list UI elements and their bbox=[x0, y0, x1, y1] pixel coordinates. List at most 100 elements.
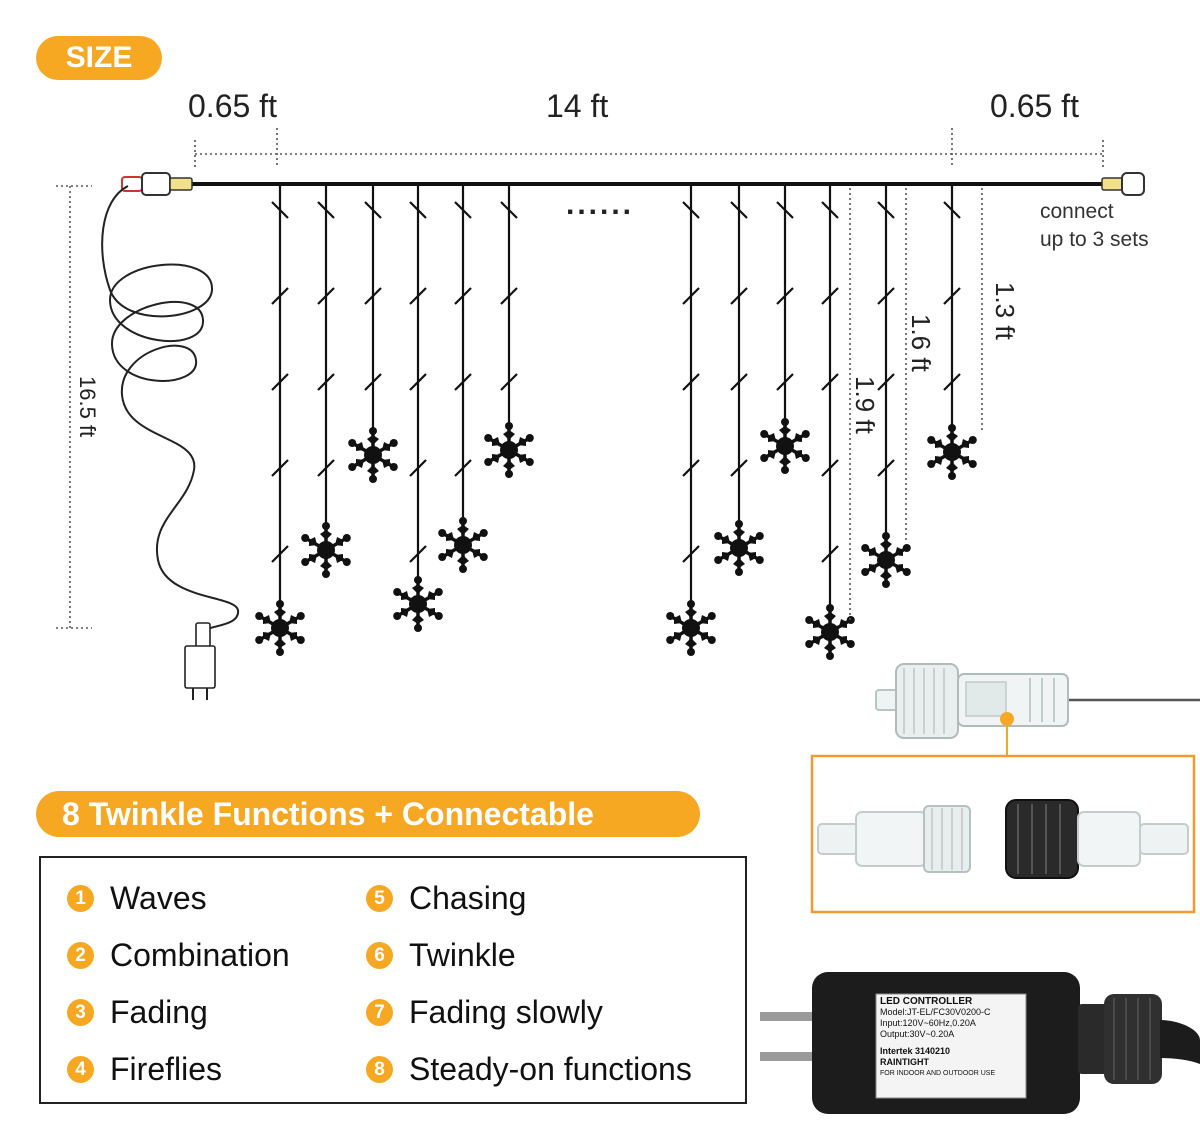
bulb-icon bbox=[454, 287, 472, 305]
connect-note-line1: connect bbox=[1040, 200, 1114, 223]
function-number-7: 7 bbox=[366, 999, 393, 1026]
controller-output: Output:30V~0.20A bbox=[880, 1029, 955, 1039]
function-item-4: 4 Fireflies bbox=[67, 1051, 222, 1088]
function-label-2: Combination bbox=[110, 937, 290, 973]
bulb-icon bbox=[877, 287, 895, 305]
bulb-icon bbox=[821, 545, 839, 563]
bulb-icon bbox=[317, 459, 335, 477]
bulb-icon bbox=[409, 459, 427, 477]
function-label-8: Steady-on functions bbox=[409, 1051, 692, 1087]
bulb-icon bbox=[317, 373, 335, 391]
bulb-icon bbox=[943, 201, 961, 219]
connect-note: connect up to 3 sets bbox=[1040, 198, 1149, 254]
drop-strands bbox=[253, 184, 979, 662]
function-label-3: Fading bbox=[110, 994, 208, 1030]
function-number-8: 8 bbox=[366, 1056, 393, 1083]
bulb-icon bbox=[943, 287, 961, 305]
function-label-4: Fireflies bbox=[110, 1051, 223, 1087]
bulb-icon bbox=[730, 201, 748, 219]
bulb-icon bbox=[454, 201, 472, 219]
bulb-icon bbox=[271, 287, 289, 305]
bulb-icon bbox=[682, 545, 700, 563]
bulb-icon bbox=[730, 287, 748, 305]
main-length-label: 14 ft bbox=[546, 88, 609, 124]
controller-rain: RAINTIGHT bbox=[880, 1057, 929, 1067]
bulb-icon bbox=[877, 459, 895, 477]
right-connector bbox=[1101, 172, 1145, 196]
function-label-7: Fading slowly bbox=[409, 994, 603, 1030]
controller-cert: Intertek 3140210 bbox=[880, 1046, 951, 1056]
bulb-icon bbox=[409, 201, 427, 219]
bulb-icon bbox=[821, 373, 839, 391]
bulb-icon bbox=[409, 287, 427, 305]
bulb-icon bbox=[409, 545, 427, 563]
bulb-icon bbox=[821, 201, 839, 219]
gap-dots: ...... bbox=[566, 188, 635, 221]
bulb-icon bbox=[776, 201, 794, 219]
functions-title-badge: 8 Twinkle Functions + Connectable bbox=[36, 791, 700, 837]
function-number-6: 6 bbox=[366, 942, 393, 969]
bulb-icon bbox=[454, 459, 472, 477]
function-number-5: 5 bbox=[366, 885, 393, 912]
left-connector bbox=[121, 172, 193, 196]
bulb-icon bbox=[943, 373, 961, 391]
controller-brand: LED CONTROLLER bbox=[880, 996, 973, 1007]
bulb-icon bbox=[271, 545, 289, 563]
bulb-icon bbox=[364, 201, 382, 219]
connector-photo bbox=[875, 663, 1200, 756]
bulb-icon bbox=[821, 459, 839, 477]
function-item-8: 8 Steady-on functions bbox=[366, 1051, 692, 1088]
function-number-4: 4 bbox=[67, 1056, 94, 1083]
controller-model: Model:JT-EL/FC30V0200-C bbox=[880, 1007, 991, 1017]
connector-callout bbox=[810, 754, 1196, 914]
bulb-icon bbox=[682, 459, 700, 477]
controller-use: FOR INDOOR AND OUTDOOR USE bbox=[880, 1070, 996, 1077]
function-item-1: 1 Waves bbox=[67, 880, 207, 917]
controller-input: Input:120V~60Hz,0.20A bbox=[880, 1018, 976, 1028]
function-item-7: 7 Fading slowly bbox=[366, 994, 603, 1031]
bulb-icon bbox=[500, 201, 518, 219]
bulb-icon bbox=[364, 287, 382, 305]
lead-wire bbox=[101, 185, 240, 631]
function-number-1: 1 bbox=[67, 885, 94, 912]
functions-title: 8 Twinkle Functions + Connectable bbox=[62, 795, 594, 832]
bulb-icon bbox=[682, 287, 700, 305]
lead-dimension-line bbox=[56, 185, 92, 629]
bulb-icon bbox=[454, 373, 472, 391]
bulb-icon bbox=[730, 459, 748, 477]
function-label-5: Chasing bbox=[409, 880, 527, 916]
bulb-icon bbox=[776, 287, 794, 305]
bulb-icon bbox=[271, 459, 289, 477]
size-badge: SIZE bbox=[36, 36, 162, 80]
function-item-6: 6 Twinkle bbox=[366, 937, 516, 974]
drop-dimension-lines bbox=[849, 188, 983, 620]
function-item-3: 3 Fading bbox=[67, 994, 208, 1031]
bulb-icon bbox=[730, 373, 748, 391]
bulb-icon bbox=[364, 373, 382, 391]
function-number-3: 3 bbox=[67, 999, 94, 1026]
bulb-icon bbox=[877, 201, 895, 219]
size-badge-label: SIZE bbox=[65, 41, 133, 74]
bulb-icon bbox=[500, 373, 518, 391]
bulb-icon bbox=[682, 201, 700, 219]
function-label-6: Twinkle bbox=[409, 937, 516, 973]
bulb-icon bbox=[776, 373, 794, 391]
led-controller-adapter bbox=[760, 972, 1200, 1114]
connect-note-line2: up to 3 sets bbox=[1040, 228, 1149, 251]
bulb-icon bbox=[877, 373, 895, 391]
bulb-icon bbox=[317, 287, 335, 305]
function-label-1: Waves bbox=[110, 880, 207, 916]
bulb-icon bbox=[409, 373, 427, 391]
bulb-icon bbox=[682, 373, 700, 391]
bulb-icon bbox=[271, 201, 289, 219]
right-offset-label: 0.65 ft bbox=[990, 88, 1079, 124]
bulb-icon bbox=[317, 201, 335, 219]
plug-icon bbox=[184, 622, 216, 700]
bulb-icon bbox=[500, 287, 518, 305]
function-item-5: 5 Chasing bbox=[366, 880, 526, 917]
bulb-icon bbox=[821, 287, 839, 305]
controller-label: LED CONTROLLER Model:JT-EL/FC30V0200-C I… bbox=[880, 996, 1024, 1079]
